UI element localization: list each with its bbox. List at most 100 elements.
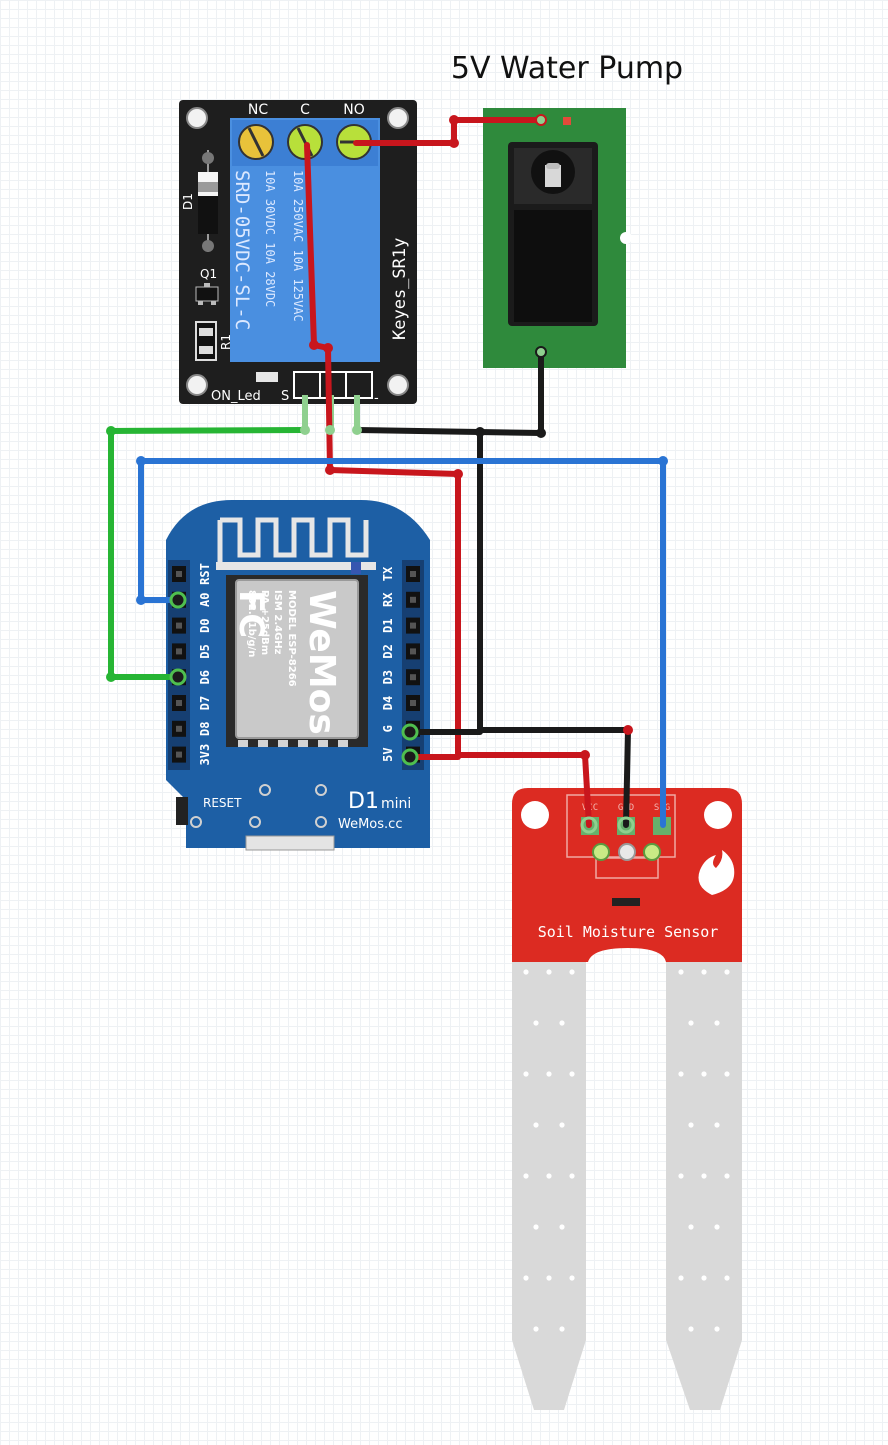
probe-dot (569, 1173, 575, 1179)
right-header (402, 560, 424, 770)
wire-end (580, 816, 598, 834)
relay-hole (186, 107, 208, 129)
pin-hole (410, 596, 416, 603)
probe-dot (546, 1071, 552, 1077)
probe-dot (724, 1275, 730, 1281)
probe-dot (546, 1275, 552, 1281)
relay-brand-text: Keyes_SR1y (390, 238, 410, 340)
wemos-reset-switch[interactable] (176, 797, 188, 825)
relay-pin-gnd[interactable] (354, 395, 360, 433)
probe-dot (523, 1071, 529, 1077)
pump-title: 5V Water Pump (451, 51, 683, 86)
usb-port[interactable] (245, 835, 335, 851)
sensor-pad (592, 843, 610, 861)
relay-hole (387, 107, 409, 129)
pin-hole (176, 700, 182, 706)
esp8266-module (226, 562, 368, 747)
sensor-pad (618, 843, 636, 861)
wire-joint (580, 750, 590, 760)
on-led (256, 372, 278, 382)
esp-model-line1: MODEL ESP-8266 (286, 590, 297, 687)
pin-hole (176, 648, 182, 655)
left-header (168, 560, 190, 770)
pin-label-right: G (381, 725, 395, 732)
wire-joint (449, 138, 459, 148)
water-pump[interactable] (483, 108, 632, 368)
probe-dot (546, 1173, 552, 1179)
wires (106, 114, 668, 834)
mounting-hole (315, 784, 327, 796)
wire-joint (136, 456, 146, 466)
probe-dot (714, 1326, 720, 1332)
probe-dot (701, 969, 707, 975)
esp-model-line4: 802.11b/g/n (246, 590, 257, 657)
wire-joint (309, 340, 319, 350)
pin-label-right: D2 (381, 644, 395, 658)
diode-d1 (198, 150, 218, 252)
probe-dot (714, 1020, 720, 1026)
probe-dot (678, 1173, 684, 1179)
resistor-r1-label: R1 (219, 334, 233, 350)
wire-joint (136, 595, 146, 605)
pin-label-left: RST (198, 563, 212, 585)
esp-model-line3: PA +25dBm (259, 590, 270, 655)
relay-module[interactable]: NC C NO SRD-05VDC-SL-C 10A 30VDC 10A 28V… (179, 100, 417, 433)
pin-hole (410, 674, 416, 681)
wire-joint (535, 346, 547, 358)
transistor-q1-label: Q1 (200, 267, 217, 281)
relay-terminal-nc-label: NC (248, 102, 268, 118)
resistor-r1 (195, 321, 217, 361)
wire-joint (300, 425, 310, 435)
pin-hole (176, 571, 182, 577)
probe-dot (688, 1224, 694, 1230)
wire-joint (453, 469, 463, 479)
pin-label-left: D0 (198, 618, 212, 632)
terminal-screw-nc[interactable] (238, 124, 274, 160)
probe-dot (714, 1224, 720, 1230)
probe-dot (688, 1020, 694, 1026)
wire-green-control[interactable] (108, 427, 308, 680)
relay-hole (186, 374, 208, 396)
wifi-antenna (217, 517, 369, 570)
pin-hole (410, 700, 416, 706)
probe-dot (678, 1071, 684, 1077)
probe-dot (559, 1224, 565, 1230)
probe-dot (546, 969, 552, 975)
dc-barrel-jack (508, 142, 598, 326)
probe-right (666, 950, 742, 1410)
fcc-logo: FC (231, 590, 271, 638)
esp-model-line2: ISM 2.4GHz (272, 590, 283, 655)
probe-dot (523, 1275, 529, 1281)
wire-joint (106, 426, 116, 436)
wire-end (169, 668, 187, 686)
pin-label-left: D5 (198, 644, 212, 658)
wire-end (401, 748, 419, 766)
mounting-hole (190, 816, 202, 828)
transistor-q1 (195, 283, 219, 305)
pin-hole (410, 648, 416, 655)
pin-hole (176, 751, 182, 758)
pin-s-label: S (281, 389, 289, 404)
pin-label-left: D8 (198, 722, 212, 736)
probe-left (512, 950, 586, 1410)
pump-notch (620, 232, 632, 244)
probe-dot (559, 1326, 565, 1332)
pin-label-right: D4 (381, 696, 395, 710)
wire-joint (536, 428, 546, 438)
wire-joint (325, 465, 335, 475)
pin-hole (410, 571, 416, 577)
diode-d1-label: D1 (181, 193, 195, 210)
soil-moisture-sensor[interactable]: VCC GND SIG Soil Moisture Sensor (512, 788, 742, 1410)
probe-dot (569, 1071, 575, 1077)
wire-joint (106, 672, 116, 682)
probe-dot (724, 969, 730, 975)
probe-dot (533, 1122, 539, 1128)
wire-end (169, 591, 187, 609)
wire-end (401, 723, 419, 741)
wemos-d1-mini[interactable]: FC MODEL ESP-8266 ISM 2.4GHz PA +25dBm 8… (166, 500, 430, 851)
wire-red-pump[interactable] (353, 117, 544, 146)
sensor-component (612, 898, 640, 906)
relay-pin-signal[interactable] (302, 395, 308, 433)
